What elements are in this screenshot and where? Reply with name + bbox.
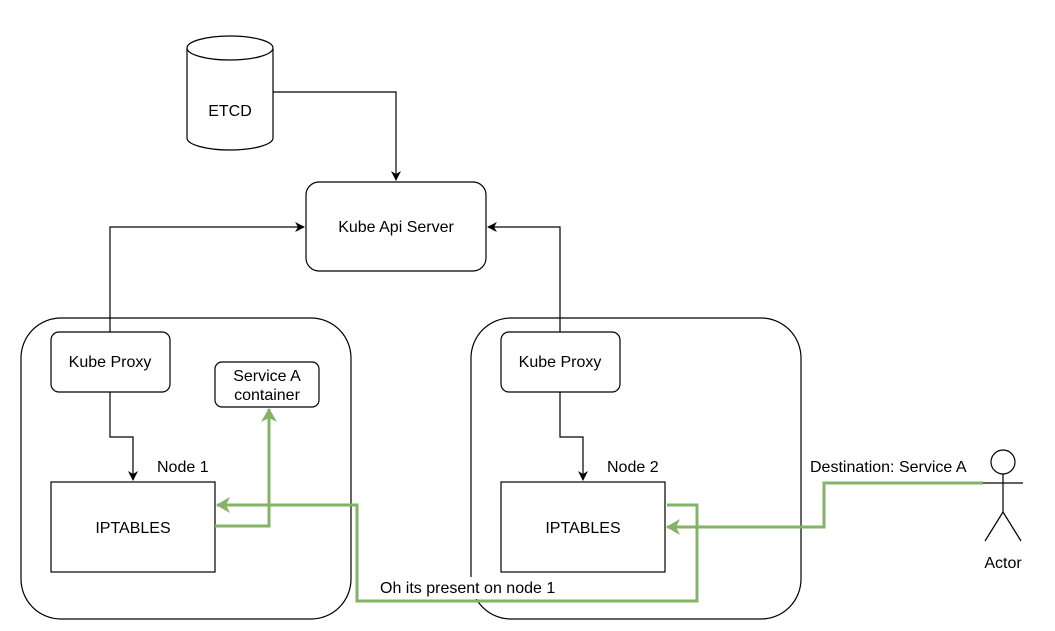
- actor-person-icon: [983, 449, 1023, 542]
- node2-iptables-box: [500, 481, 666, 573]
- present-label-bg: [375, 577, 583, 599]
- node2-proxy-to-api-arrow: [487, 222, 561, 332]
- etcd-label: ETCD: [208, 103, 252, 120]
- node1-proxy-to-api-arrow: [109, 222, 305, 332]
- present-label: Oh its present on node 1: [380, 580, 555, 597]
- etcd-to-api-arrow: [273, 91, 401, 181]
- etcd-database-icon: [186, 35, 274, 151]
- destination-label: Destination: Service A: [810, 459, 967, 476]
- node2-iptables-label: IPTABLES: [545, 520, 620, 537]
- destination-label-bg: [806, 455, 988, 477]
- node1-iptables-box: [50, 481, 216, 573]
- node1-label: Node 1: [157, 459, 209, 476]
- node2-proxy-to-iptables-arrow: [559, 392, 588, 481]
- node1-iptables-label: IPTABLES: [95, 520, 170, 537]
- actor-label: Actor: [984, 555, 1022, 572]
- api-server-box: [305, 181, 487, 272]
- service-a-label-line2: container: [234, 387, 300, 404]
- node2-kube-proxy-label: Kube Proxy: [519, 354, 602, 371]
- iptables-to-service-flow: [215, 408, 277, 528]
- service-a-label-line1: Service A: [233, 368, 301, 385]
- node2-to-node1-flow: [216, 497, 699, 603]
- node1-kube-proxy-label: Kube Proxy: [69, 354, 152, 371]
- node1-proxy-to-iptables-arrow: [109, 392, 138, 481]
- actor-to-node2-flow: [666, 481, 983, 535]
- api-server-label: Kube Api Server: [338, 219, 454, 236]
- service-a-container-box: [214, 361, 320, 408]
- node2-label: Node 2: [607, 459, 659, 476]
